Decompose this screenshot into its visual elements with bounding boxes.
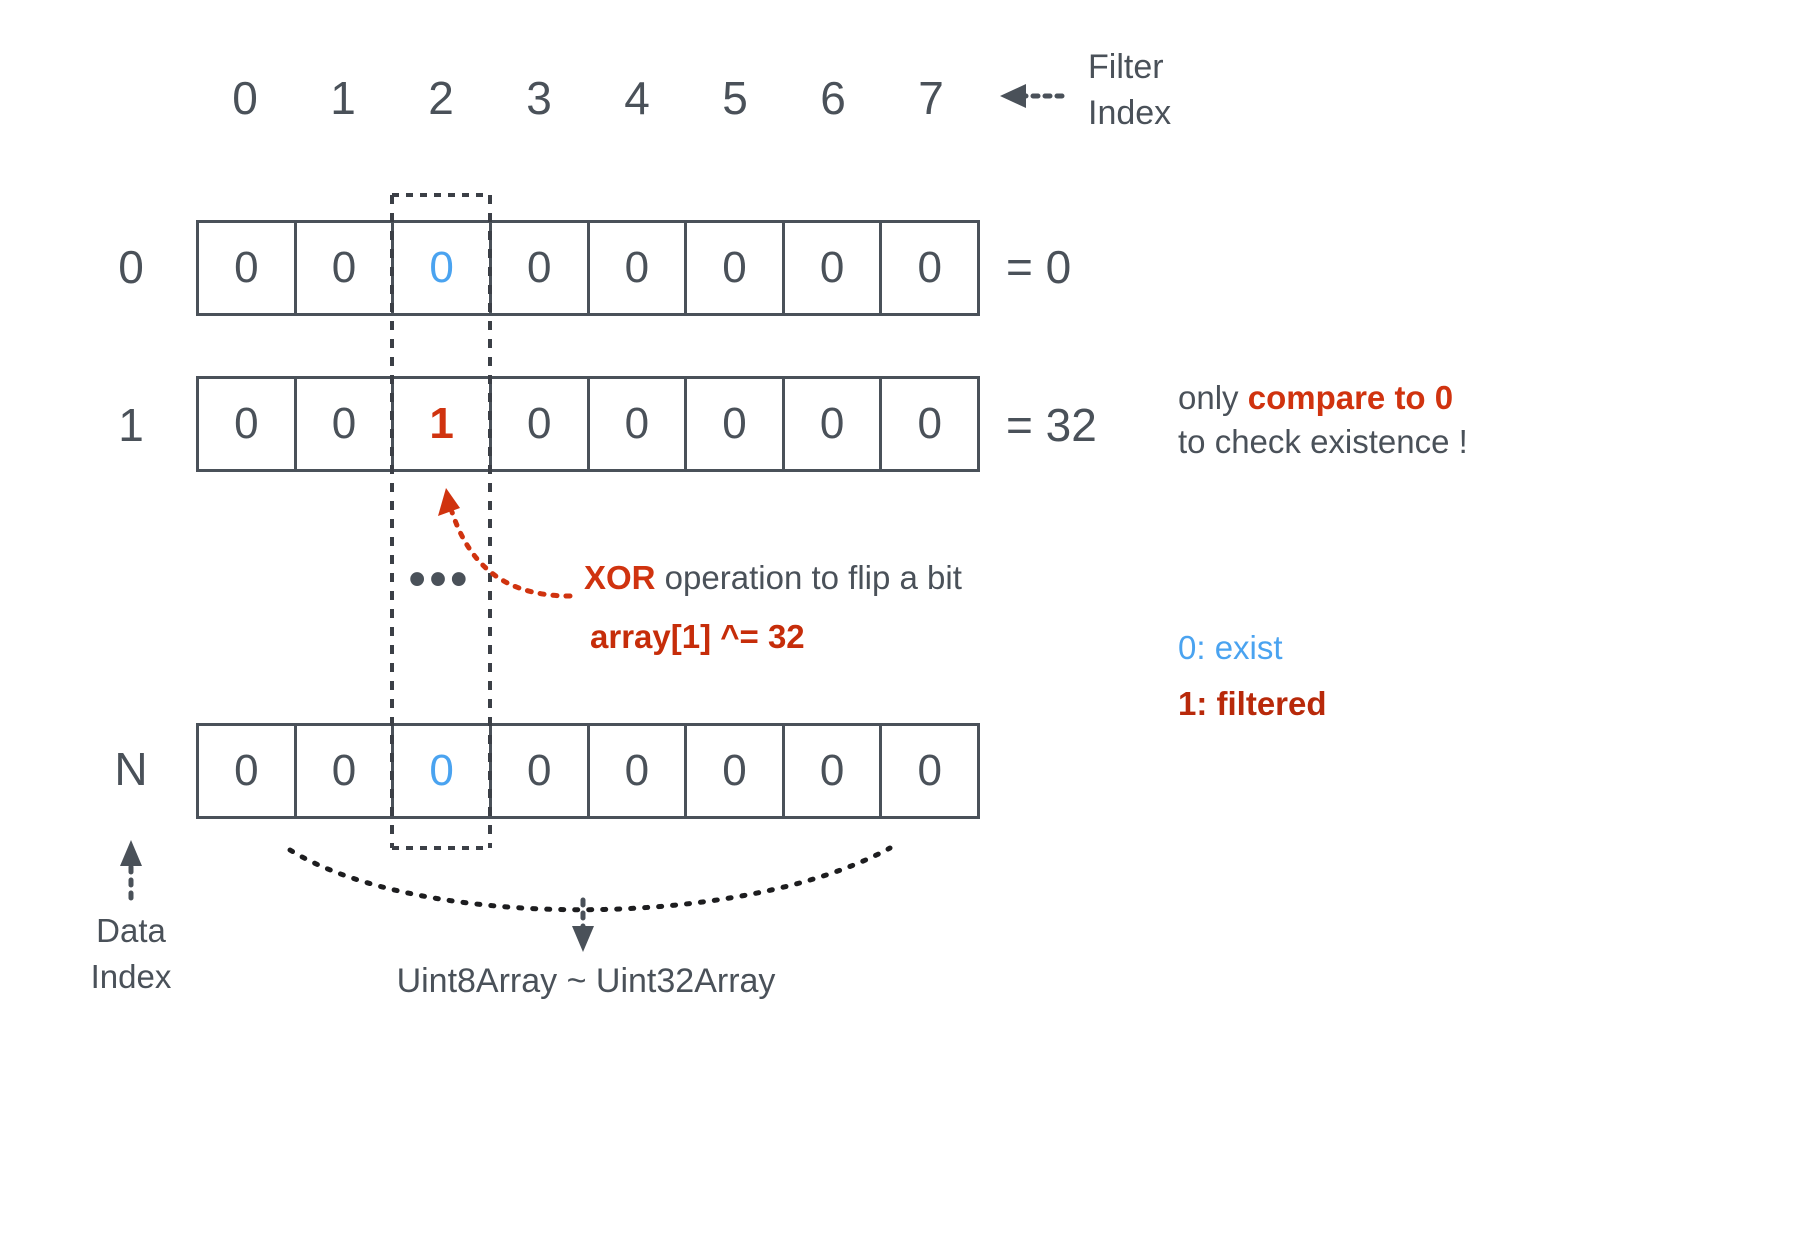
filter-index-tick: 4 (624, 72, 650, 124)
xor-note: XOR operation to flip a bit (584, 556, 962, 600)
bit-cell: 0 (785, 223, 883, 313)
bit-cell-highlighted: 1 (394, 379, 492, 469)
filter-index-tick: 5 (722, 72, 748, 124)
filter-index-tick: 7 (918, 72, 944, 124)
bit-cell-highlighted: 0 (394, 726, 492, 816)
bit-cell: 0 (199, 379, 297, 469)
row-label-1: 1 (118, 399, 144, 451)
xor-keyword: XOR (584, 559, 656, 596)
bit-cell: 0 (199, 223, 297, 313)
legend-item-exist: 0: exist (1178, 629, 1283, 666)
bit-cell: 0 (785, 379, 883, 469)
existence-note-prefix: only (1178, 379, 1248, 416)
filter-index-label: Filter Index (1088, 48, 1172, 132)
filter-index-tick: 1 (330, 72, 356, 124)
bit-cell: 0 (492, 726, 590, 816)
xor-code-snippet: array[1] ^= 32 (590, 618, 805, 655)
legend: 0: exist 1: filtered (1178, 620, 1327, 732)
bit-row-1: 0 0 1 0 0 0 0 0 (196, 376, 980, 472)
bit-cell: 0 (687, 726, 785, 816)
bit-cell: 0 (590, 726, 688, 816)
filter-index-tick: 6 (820, 72, 846, 124)
bit-cell: 0 (199, 726, 297, 816)
filter-index-tick: 0 (232, 72, 258, 124)
legend-item-filtered: 1: filtered (1178, 685, 1327, 722)
data-index-label: Data Index (90, 912, 172, 995)
filter-index-ticks: 0 1 2 3 4 5 6 7 (196, 58, 980, 138)
row-sum-0: = 0 (1006, 241, 1072, 293)
filter-index-tick: 3 (526, 72, 552, 124)
row-label-n: N (114, 743, 148, 795)
filter-index-pointer-arrow-icon (1000, 84, 1065, 108)
bit-cell: 0 (917, 399, 942, 448)
row-label-0: 0 (118, 241, 144, 293)
bit-cell: 0 (687, 379, 785, 469)
bit-cell: 0 (297, 223, 395, 313)
bit-cell: 0 (785, 726, 883, 816)
filter-index-tick: 2 (428, 72, 454, 124)
bit-cell: 0 (297, 726, 395, 816)
bit-cell-highlighted: 0 (394, 223, 492, 313)
bit-cell: 0 (492, 379, 590, 469)
existence-note: only compare to 0 to check existence ! (1178, 376, 1598, 464)
array-span-brace (287, 845, 893, 952)
bit-row-n: 0 0 0 0 0 0 0 0 (196, 723, 980, 819)
bit-cell: 0 (590, 223, 688, 313)
row-sum-1: = 32 (1006, 399, 1097, 451)
bit-cell: 0 (492, 223, 590, 313)
bit-cell: 0 (590, 379, 688, 469)
data-index-pointer-arrow-icon (120, 840, 142, 901)
xor-note-rest: operation to flip a bit (655, 559, 962, 596)
existence-note-line2: to check existence ! (1178, 423, 1468, 460)
rows-ellipsis: ••• (408, 553, 472, 606)
existence-note-emphasis: compare to 0 (1247, 379, 1454, 416)
bit-cell: 0 (687, 223, 785, 313)
bit-row-0: 0 0 0 0 0 0 0 0 (196, 220, 980, 316)
array-type-caption: Uint8Array ~ Uint32Array (396, 962, 776, 1000)
bit-cell: 0 (917, 243, 942, 292)
bit-cell: 0 (917, 746, 942, 795)
bit-cell: 0 (297, 379, 395, 469)
